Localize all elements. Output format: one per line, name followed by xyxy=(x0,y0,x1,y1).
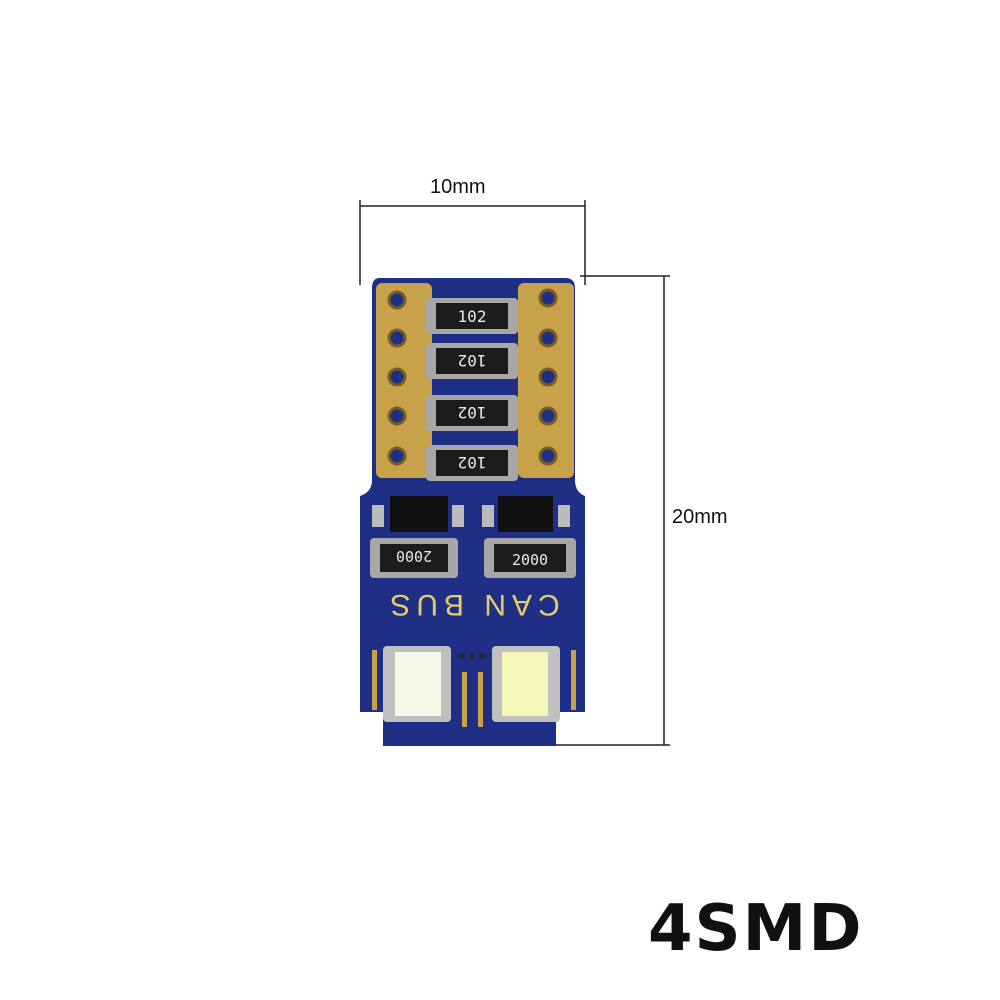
resistor: 102 xyxy=(426,395,518,431)
height-dimension xyxy=(555,275,670,746)
resistor-code: 2000 xyxy=(396,547,432,565)
resistor-code: 102 xyxy=(458,453,487,472)
bottom-resistors: 2000 2000 xyxy=(370,538,576,578)
smd-led-pair xyxy=(383,646,560,722)
resistor-code: 102 xyxy=(458,351,487,370)
resistor-stack: 102 102 102 102 xyxy=(426,298,518,481)
width-dimension-label: 10mm xyxy=(430,176,486,198)
resistor-code: 102 xyxy=(458,403,487,422)
resistor: 102 xyxy=(426,445,518,481)
resistor-code: 102 xyxy=(458,307,487,326)
resistor: 102 xyxy=(426,298,518,334)
silkscreen-text: CAN BUS xyxy=(384,588,559,621)
resistor: 102 xyxy=(426,343,518,379)
width-dimension xyxy=(359,200,586,285)
resistor-code: 2000 xyxy=(512,551,548,569)
diode-pair xyxy=(372,496,570,532)
height-dimension-label: 20mm xyxy=(672,506,728,528)
product-label: 4SMD xyxy=(648,892,864,966)
pcb-board xyxy=(360,278,585,746)
